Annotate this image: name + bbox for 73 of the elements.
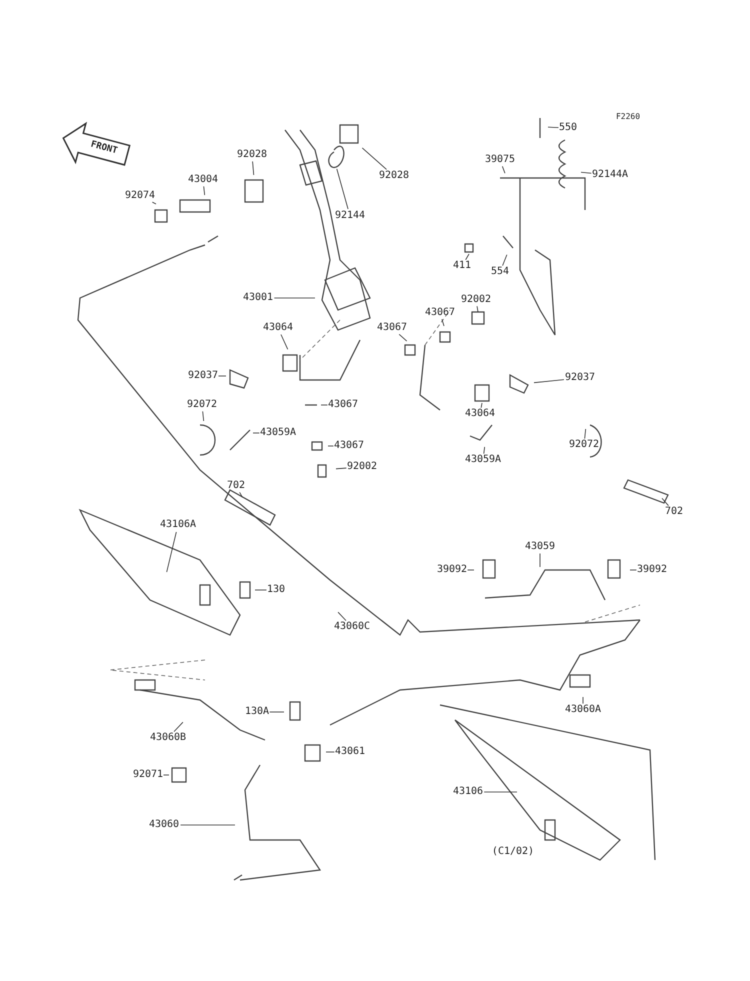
callout-number: 92037 xyxy=(564,372,596,384)
callout-number: 702 xyxy=(664,506,684,518)
callout-number: 43067 xyxy=(334,440,364,452)
callout-number: 39075 xyxy=(484,154,516,166)
leader-line xyxy=(336,168,348,210)
callout-number: 554 xyxy=(490,266,510,278)
leader-line xyxy=(252,161,254,176)
callout-number: 92037 xyxy=(188,370,218,382)
leader-line xyxy=(252,432,260,434)
leader-line xyxy=(662,498,669,506)
callout-number: 43060C xyxy=(334,621,370,633)
leader-line xyxy=(338,612,346,622)
leader-line xyxy=(480,402,482,408)
leader-line xyxy=(320,404,328,406)
leader-line xyxy=(163,774,170,776)
leader-line xyxy=(534,379,564,384)
callout-number: 43067 xyxy=(424,307,456,319)
callout-number: 43059 xyxy=(524,541,556,553)
callout-number: 43067 xyxy=(376,322,408,334)
callout-number: 92074 xyxy=(124,190,156,202)
leader-line xyxy=(174,722,184,732)
leader-line xyxy=(203,186,206,196)
callout-number: 92144 xyxy=(334,210,366,222)
callout-number: 43067 xyxy=(328,399,358,411)
callout-number: 92144A xyxy=(592,169,628,181)
callout-number: 43060 xyxy=(148,819,180,831)
leader-line xyxy=(465,254,470,260)
leader-line xyxy=(502,166,506,174)
callout-number: 92028 xyxy=(378,170,410,182)
leader-line xyxy=(584,428,586,440)
leader-line xyxy=(180,824,236,826)
callout-number: 43059A xyxy=(260,427,296,439)
callout-number: 43064 xyxy=(262,322,294,334)
revision-code: (C1/02) xyxy=(492,846,534,858)
callout-number: 43106A xyxy=(160,519,196,531)
callout-number: 43106 xyxy=(452,786,484,798)
leader-line xyxy=(362,148,387,170)
callout-number: 43060A xyxy=(564,704,602,716)
callout-number: 130 xyxy=(266,584,286,596)
leader-line xyxy=(548,126,559,128)
callout-number: 92002 xyxy=(460,294,492,306)
leader-line xyxy=(398,334,408,342)
callout-number: 39092 xyxy=(636,564,668,576)
callout-number: 92002 xyxy=(346,461,378,473)
callout-number: 43061 xyxy=(334,746,366,758)
leader-line xyxy=(502,254,508,266)
leader-line xyxy=(580,172,592,174)
callout-number: 550 xyxy=(558,122,578,134)
page-code: F2260 xyxy=(616,111,640,123)
leader-line xyxy=(336,468,347,470)
callout-number: 39092 xyxy=(436,564,468,576)
leader-line xyxy=(152,202,156,204)
callout-number: 411 xyxy=(452,260,472,272)
leader-line xyxy=(442,318,444,326)
callout-number: 92071 xyxy=(132,769,164,781)
callout-number: 92072 xyxy=(568,439,600,451)
callout-number: 43004 xyxy=(188,174,218,186)
callout-number: 702 xyxy=(226,480,246,492)
callout-number: 92072 xyxy=(186,399,218,411)
leader-line xyxy=(166,532,177,572)
leader-line xyxy=(202,410,204,422)
leader-line xyxy=(476,306,478,312)
callout-number: 43059A xyxy=(464,454,502,466)
callout-number: 43064 xyxy=(464,408,496,420)
callout-number: 43001 xyxy=(242,292,274,304)
callout-number: 92028 xyxy=(236,149,268,161)
leader-line xyxy=(483,446,486,454)
callout-number: 43060B xyxy=(150,732,186,744)
leader-line xyxy=(582,696,584,704)
callout-number: 130A xyxy=(244,706,270,718)
leader-line xyxy=(239,492,243,498)
leader-line xyxy=(280,334,288,350)
direction-label: FRONT xyxy=(89,138,119,158)
